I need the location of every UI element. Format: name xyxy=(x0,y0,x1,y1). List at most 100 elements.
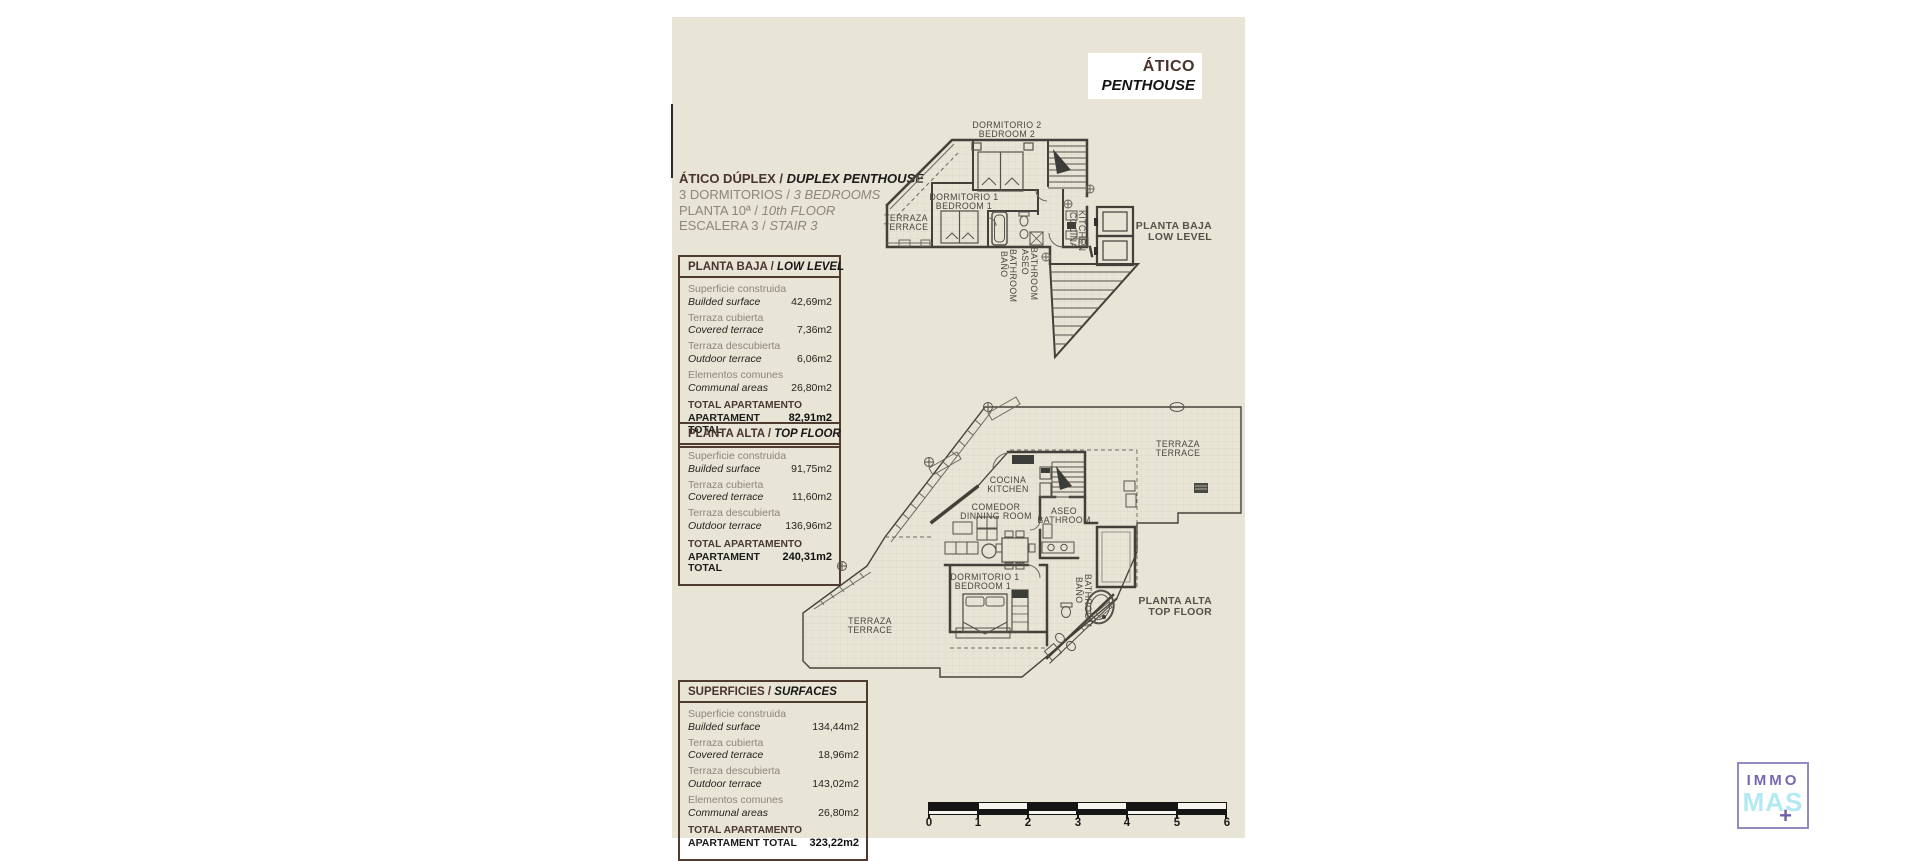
title-box: ÁTICO PENTHOUSE xyxy=(1088,53,1202,99)
scale-number: 3 xyxy=(1074,817,1082,829)
room-label-kitchen-en: KITCHEN xyxy=(987,484,1028,494)
table-surfaces: SUPERFICIES / SURFACES Superficie constr… xyxy=(678,680,868,861)
scale-number: 2 xyxy=(1024,817,1032,829)
door-swing-icon xyxy=(992,452,1041,579)
title-english: PENTHOUSE xyxy=(1101,77,1195,94)
wardrobe-icon xyxy=(1011,589,1029,633)
room-label-aseo-es: ASEO xyxy=(1051,506,1077,516)
unit-info-block: ÁTICO DÚPLEX / DUPLEX PENTHOUSE 3 DORMIT… xyxy=(679,171,924,234)
room-label-bedroom1-en: BEDROOM 1 xyxy=(936,201,992,211)
bed-icon xyxy=(971,142,1034,192)
scale-bar-bottom-row xyxy=(928,810,1227,815)
info-line-bedrooms: 3 DORMITORIOS / 3 BEDROOMS xyxy=(679,186,881,202)
toilet-icon xyxy=(1043,601,1113,662)
info-line-stair: ESCALERA 3 / STAIR 3 xyxy=(679,218,818,234)
room-label-bedroom1-en: BEDROOM 1 xyxy=(955,581,1011,591)
scan-edge-artifact xyxy=(671,104,673,178)
bed-icon xyxy=(955,593,1011,639)
table-surfaces-header: SUPERFICIES / SURFACES xyxy=(680,682,866,703)
plan-side-label-es: PLANTA ALTA xyxy=(1138,595,1212,607)
bed-icon xyxy=(940,210,979,244)
scale-number: 5 xyxy=(1173,817,1181,829)
room-label-bath-es: BAÑO xyxy=(999,251,1009,278)
room-label-bath-es: BAÑO xyxy=(1074,577,1084,604)
floor-plan-top-floor: COCINA KITCHEN COMEDOR DINNING ROOM ASEO… xyxy=(802,396,1242,678)
apartment-area xyxy=(887,140,1087,247)
room-label-bedroom1-es: DORMITORIO 1 xyxy=(929,192,998,202)
room-label-aseo-es: ASEO xyxy=(1020,249,1030,275)
scale-number: 1 xyxy=(974,817,982,829)
room-label-aseo-en: BATHROOM xyxy=(1037,515,1090,525)
room-label-terrace-right-en: TERRACE xyxy=(1156,448,1201,458)
toilet-icon xyxy=(1018,211,1030,239)
elevator-shaft-icon xyxy=(1095,525,1137,589)
table-low-level: PLANTA BAJA / LOW LEVEL Superficie const… xyxy=(678,255,844,448)
stairs-icon xyxy=(1048,145,1087,189)
kitchen-appliances-icon xyxy=(1012,455,1052,498)
outer-walls xyxy=(885,138,1094,266)
room-label-terrace-en: TERRACE xyxy=(884,222,929,232)
table-low-level-header: PLANTA BAJA / LOW LEVEL xyxy=(680,257,844,278)
room-label-dining-es: COMEDOR xyxy=(972,502,1021,512)
bathroom-fixtures-icon xyxy=(1041,523,1075,554)
logo-plus-icon: + xyxy=(1779,803,1792,828)
room-label-bath-en: BATHROOM xyxy=(1008,249,1018,302)
room-label-bedroom2-es: DORMITORIO 2 xyxy=(972,120,1041,130)
info-line-type: ÁTICO DÚPLEX / DUPLEX PENTHOUSE xyxy=(679,171,924,186)
floor-plan-low-level: DORMITORIO 2 BEDROOM 2 DORMITORIO 1 BEDR… xyxy=(884,120,1212,360)
room-label-dining-en: DINNING ROOM xyxy=(960,511,1032,521)
triangle-stairs-icon xyxy=(1048,263,1141,360)
room-label-terrace-left-es: TERRAZA xyxy=(848,616,892,626)
table-top-floor: PLANTA ALTA / TOP FLOOR Superficie const… xyxy=(678,422,841,587)
logo-line-mas: MAS xyxy=(1742,787,1804,817)
sofa-icon xyxy=(944,516,998,559)
room-label-kitchen-es: COCINA xyxy=(990,475,1027,485)
dashed-projection-lines xyxy=(885,449,1138,649)
scale-number: 0 xyxy=(925,817,933,829)
inner-walls xyxy=(931,139,1064,248)
room-label-aseo-en: BATHROOM xyxy=(1029,247,1039,300)
dining-table-icon xyxy=(995,530,1036,570)
scale-number: 4 xyxy=(1123,817,1131,829)
logo-line-immo: IMMO xyxy=(1746,772,1800,789)
bathtub-icon xyxy=(991,211,1008,246)
room-label-bedroom2-en: BEDROOM 2 xyxy=(979,129,1035,139)
room-label-kitchen-es: COCINA xyxy=(1068,212,1078,249)
title-spanish: ÁTICO xyxy=(1142,58,1195,75)
kitchen-appliances-icon xyxy=(1065,210,1089,247)
room-label-terrace-left-en: TERRACE xyxy=(848,625,893,635)
info-line-floor: PLANTA 10ª / 10th FLOOR xyxy=(679,202,836,218)
terrace-drain-icon xyxy=(1123,480,1208,508)
elevator-icon xyxy=(1094,205,1135,267)
parapet-hatching xyxy=(813,396,1021,610)
table-top-floor-header: PLANTA ALTA / TOP FLOOR xyxy=(680,424,841,445)
survey-marker-icon xyxy=(837,402,1185,571)
room-label-kitchen-en: KITCHEN xyxy=(1077,210,1087,251)
plan-side-label-en: TOP FLOOR xyxy=(1148,606,1212,618)
scale-bar-top-row xyxy=(928,802,1227,810)
shower-icon xyxy=(1029,231,1044,246)
stairs-icon xyxy=(1051,461,1085,498)
immomas-logo: IMMO MAS + xyxy=(1737,762,1809,829)
room-label-terrace-es: TERRAZA xyxy=(884,213,928,223)
terrace-boundary xyxy=(802,406,1242,678)
scale-number: 6 xyxy=(1223,817,1231,829)
terrace-parapet xyxy=(887,143,959,247)
plan-side-label-es: PLANTA BAJA xyxy=(1136,220,1212,232)
room-label-terrace-right-es: TERRAZA xyxy=(1156,439,1200,449)
room-label-bedroom1-es: DORMITORIO 1 xyxy=(950,572,1019,582)
